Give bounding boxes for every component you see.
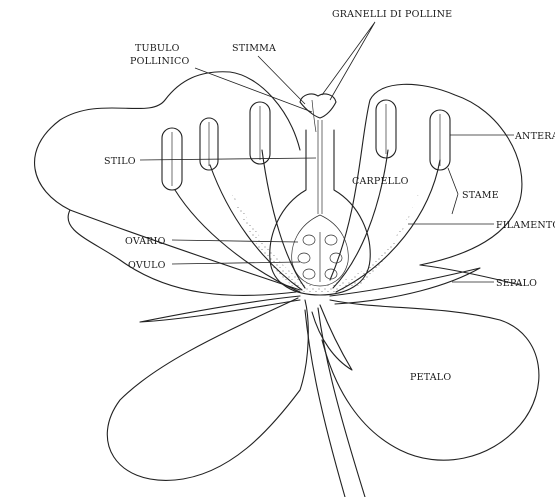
label-stimma: STIMMA [232, 43, 276, 54]
sepal-lower [312, 305, 352, 370]
leader-granelli [322, 22, 375, 100]
leader-stilo [140, 158, 316, 160]
ovule [325, 235, 337, 245]
leader-ovario [172, 240, 298, 242]
label-petalo: PETALO [410, 372, 451, 383]
label-antera: ANTERA [514, 131, 555, 142]
ovule [303, 269, 315, 279]
leader-tubulo [195, 68, 312, 112]
label-filamento: FILAMENTO [496, 220, 555, 231]
stem [305, 308, 365, 497]
leader-stimma [258, 56, 305, 104]
ovule [298, 253, 310, 263]
ovules [298, 232, 342, 282]
leader-lines [140, 22, 514, 282]
label-stame: STAME [462, 190, 499, 201]
stigma [300, 94, 336, 118]
ovule [330, 253, 342, 263]
label-carpello: CARPELLO [352, 176, 409, 187]
petal-upper-left [35, 72, 300, 290]
label-ovario: OVARIO [125, 236, 166, 247]
label-ovulo: OVULO [128, 260, 166, 271]
label-granelli-di-polline: GRANELLI DI POLLINE [332, 9, 452, 20]
label-stilo: STILO [104, 156, 136, 167]
style-canal [318, 120, 322, 214]
label-pollinico: POLLINICO [130, 56, 189, 67]
leader-stame [448, 168, 458, 214]
label-sepalo: SEPALO [496, 278, 537, 289]
petal-lower-left [107, 298, 308, 480]
ovule [303, 235, 315, 245]
label-tubulo: TUBULO [135, 43, 180, 54]
filament [333, 150, 388, 288]
sepal-left [140, 296, 300, 322]
